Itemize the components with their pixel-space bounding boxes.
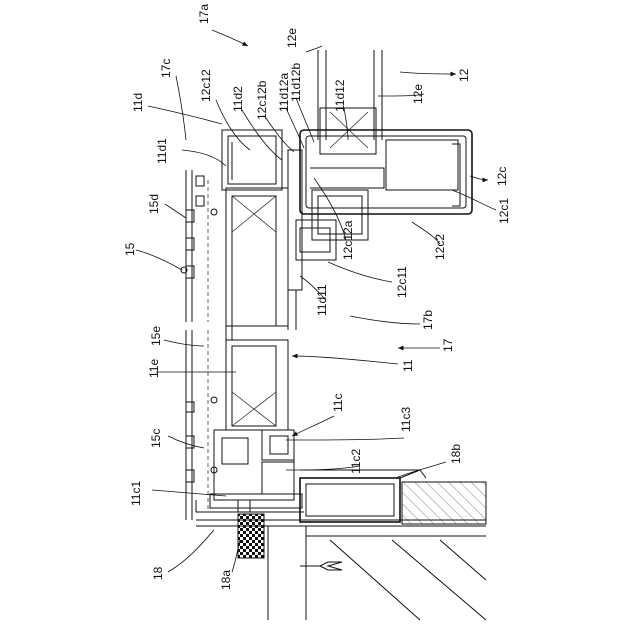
label-15: 15 (123, 242, 137, 256)
label-18a: 18a (219, 570, 233, 590)
floor-18 (196, 514, 486, 620)
label-12c1: 12c1 (497, 198, 511, 224)
label-11d2: 11d2 (231, 86, 245, 112)
label-11d12: 11d12 (333, 79, 347, 112)
label-11d11: 11d11 (315, 284, 329, 316)
label-11c2: 11c2 (349, 449, 363, 474)
label-17a: 17a (197, 4, 211, 24)
label-12c2: 12c2 (433, 234, 447, 260)
label-15e: 15e (149, 326, 163, 346)
label-12e-top: 12e (285, 28, 299, 48)
label-18: 18 (151, 566, 165, 580)
label-17: 17 (441, 338, 455, 352)
sill-18b (300, 470, 486, 524)
sash-12 (300, 50, 472, 214)
label-15c: 15c (149, 429, 163, 448)
label-11c: 11c (331, 394, 345, 412)
label-11: 11 (401, 359, 415, 372)
exterior-panel-15 (181, 170, 217, 520)
label-11c1: 11c1 (129, 481, 143, 506)
label-11c3: 11c3 (399, 407, 413, 432)
label-11d: 11d (131, 93, 145, 112)
label-17c: 17c (159, 59, 173, 78)
label-12c12b: 12c12b (255, 80, 269, 120)
label-17b: 17b (421, 310, 435, 330)
label-12: 12 (457, 68, 471, 82)
label-12c12: 12c12 (199, 69, 213, 102)
label-12e-right: 12e (411, 84, 425, 104)
label-12c12a: 12c12a (341, 220, 355, 260)
label-11d12b: 11d12b (289, 63, 303, 102)
label-18b: 18b (449, 444, 463, 464)
label-12c: 12c (495, 167, 509, 186)
label-11e: 11e (147, 359, 161, 378)
label-12c11: 12c11 (395, 266, 409, 298)
label-15d: 15d (147, 194, 161, 214)
frame-11-lower (196, 340, 304, 512)
label-11d1: 11d1 (155, 138, 169, 164)
